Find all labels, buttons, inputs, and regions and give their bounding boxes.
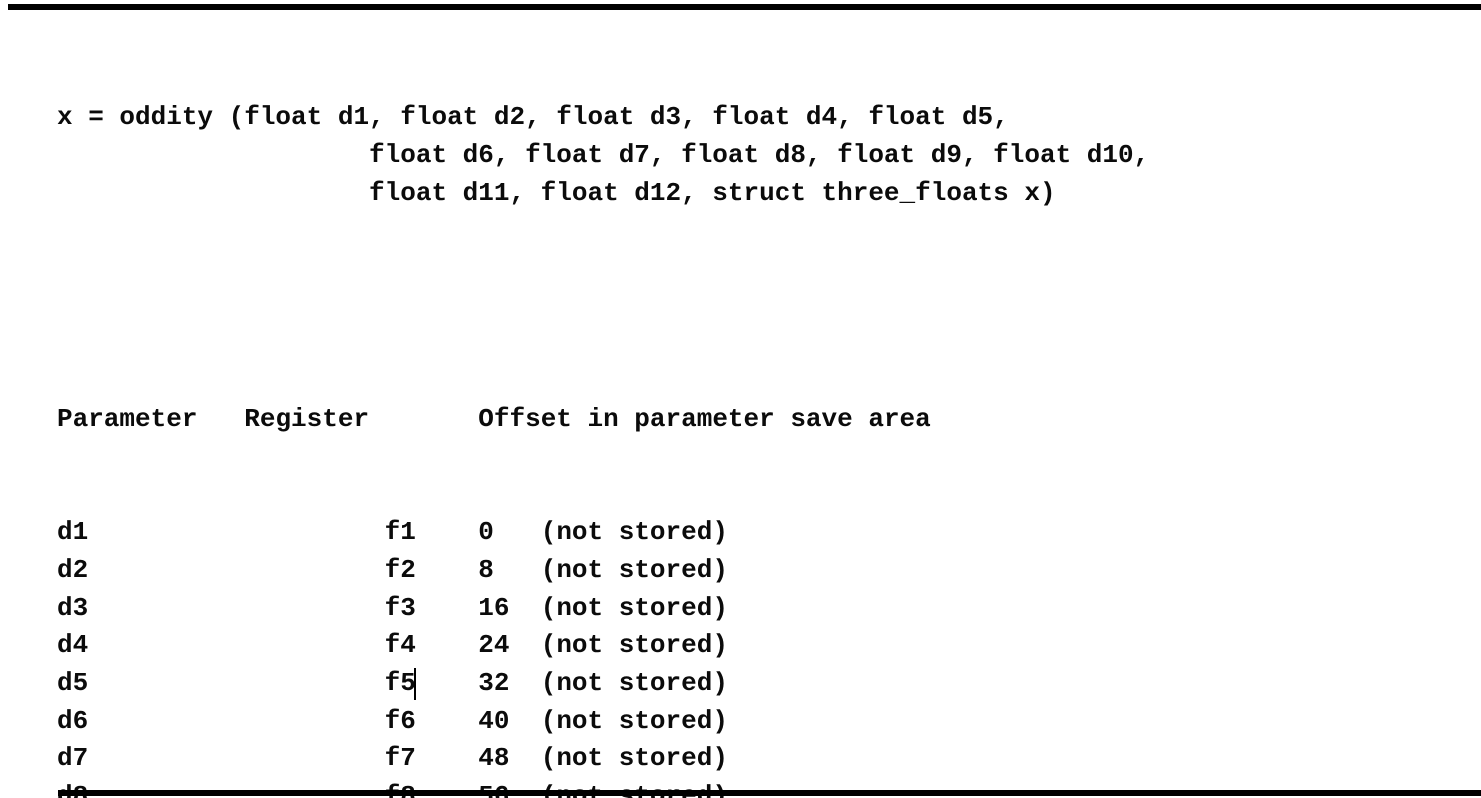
- table-row: d4 f4 24 (not stored): [57, 627, 1149, 665]
- cell-register: f7: [384, 743, 416, 774]
- cell-register-pad: [416, 517, 478, 547]
- table-row: d6 f6 40 (not stored): [57, 703, 1149, 741]
- cell-offset: 32: [478, 667, 541, 698]
- cell-note: (not stored): [540, 743, 728, 774]
- cell-register: f4: [384, 630, 416, 661]
- table-row: d7 f7 48 (not stored): [57, 740, 1149, 778]
- code-line: float d11, float d12, struct three_float…: [57, 177, 1056, 208]
- table-row: d1 f1 0 (not stored): [57, 514, 1149, 552]
- bottom-rule: [58, 790, 1481, 796]
- cell-parameter: d1: [57, 517, 385, 548]
- top-rule: [8, 4, 1481, 10]
- cell-note: (not stored): [540, 630, 728, 661]
- cell-register-pad: [416, 630, 478, 660]
- cell-parameter: d6: [57, 705, 385, 736]
- cell-register-pad: [416, 743, 478, 773]
- table-row: d5 f5 32 (not stored): [57, 665, 1149, 703]
- col-header-offset: Offset in parameter save area: [478, 404, 931, 435]
- cell-parameter: d3: [57, 592, 385, 623]
- figure-text-area[interactable]: x = oddity (float d1, float d2, float d3…: [57, 24, 1149, 798]
- cell-register: f3: [384, 592, 416, 623]
- cell-register-pad: [416, 706, 478, 736]
- table-row: d3 f3 16 (not stored): [57, 590, 1149, 628]
- col-header-parameter: Parameter: [57, 404, 245, 435]
- cell-register: f5: [384, 667, 416, 698]
- cell-parameter: d7: [57, 743, 385, 774]
- code-block: x = oddity (float d1, float d2, float d3…: [57, 99, 1149, 212]
- table-header: Parameter Register Offset in parameter s…: [57, 401, 1149, 439]
- cell-note: (not stored): [540, 667, 728, 698]
- cell-offset: 16: [478, 592, 541, 623]
- cell-offset: 40: [478, 705, 541, 736]
- cell-offset: 8: [478, 554, 541, 585]
- table-row: d2 f2 8 (not stored): [57, 552, 1149, 590]
- cell-register: f2: [384, 554, 416, 585]
- cell-register-pad: [416, 555, 478, 585]
- code-line: float d6, float d7, float d8, float d9, …: [57, 140, 1150, 171]
- col-header-register: Register: [244, 404, 479, 435]
- cell-note: (not stored): [540, 705, 728, 736]
- cell-parameter: d5: [57, 667, 385, 698]
- parameter-table: d1 f1 0 (not stored)d2 f2 8 (not stored)…: [57, 514, 1149, 798]
- cell-offset: 0: [478, 517, 541, 548]
- cell-offset: 24: [478, 630, 541, 661]
- code-line: x = oddity (float d1, float d2, float d3…: [57, 102, 1009, 133]
- cell-note: (not stored): [540, 592, 728, 623]
- cell-register-pad: [416, 668, 478, 698]
- text-cursor: [413, 667, 417, 700]
- cell-offset: 48: [478, 743, 541, 774]
- blank-line: [57, 288, 1149, 326]
- cell-note: (not stored): [540, 517, 728, 548]
- cell-parameter: d2: [57, 554, 385, 585]
- cell-register-pad: [416, 593, 478, 623]
- cell-note: (not stored): [540, 554, 728, 585]
- cell-register: f1: [384, 517, 416, 548]
- cell-parameter: d4: [57, 630, 385, 661]
- cell-register: f6: [384, 705, 416, 736]
